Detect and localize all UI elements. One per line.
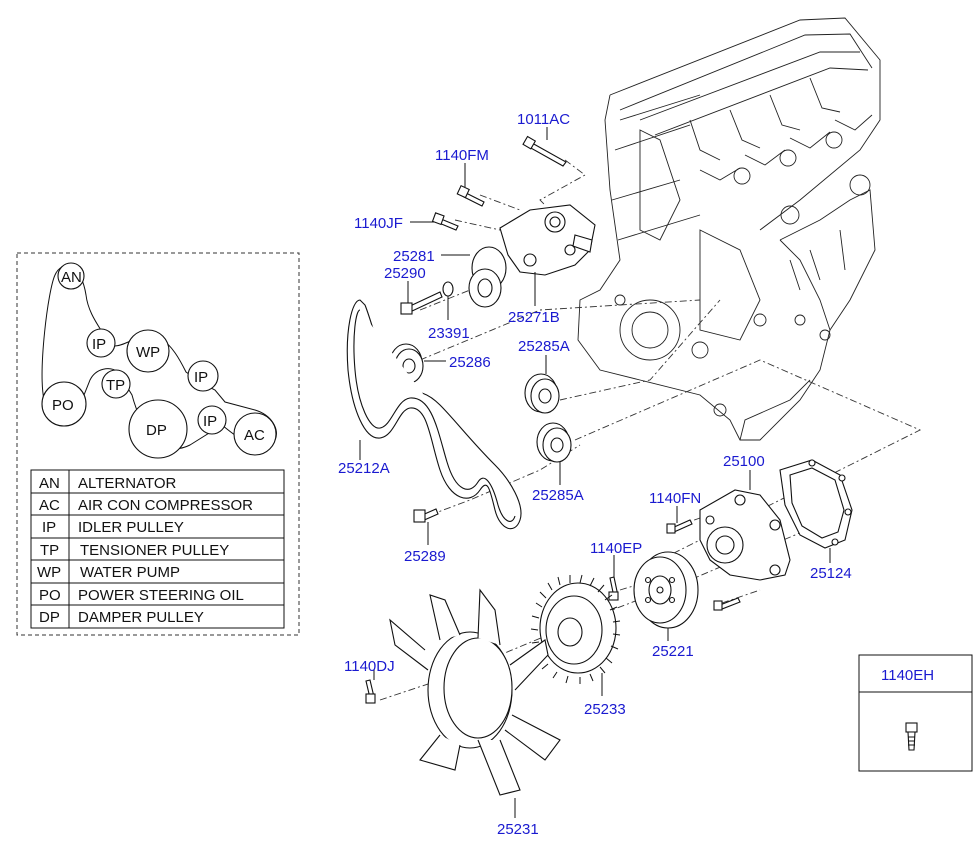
- washer-23391-icon: [442, 281, 454, 297]
- fan-clutch-25233-icon: [530, 574, 621, 684]
- legend-code: WP: [37, 564, 61, 581]
- legend-name: WATER PUMP: [80, 564, 180, 581]
- tensioner-pulley-25281-icon: [468, 246, 507, 308]
- part-label-1140eh[interactable]: 1140EH: [881, 667, 934, 684]
- water-pump-25100-icon: [699, 489, 791, 581]
- tensioner-bracket-25271b-icon: [499, 204, 596, 276]
- part-label-25233[interactable]: 25233: [584, 701, 626, 718]
- belt-pulley-an: [57, 262, 85, 290]
- belt-pulley-tp: [101, 369, 131, 399]
- bolt-1140fm-icon: [456, 184, 485, 207]
- cooling-fan-25231-icon: [389, 588, 561, 796]
- part-label-25271b[interactable]: 25271B: [508, 309, 560, 326]
- legend-code: IP: [42, 519, 56, 536]
- part-label-1140ep[interactable]: 1140EP: [590, 540, 642, 557]
- bolt-1140jf-icon: [431, 212, 459, 231]
- idler-pulley-25285a-lower-icon: [536, 422, 572, 463]
- legend-name: IDLER PULLEY: [78, 519, 184, 536]
- callout-box-1140eh: 1140EH: [858, 654, 973, 772]
- belt-label-an: AN: [61, 269, 82, 286]
- part-label-1140dj[interactable]: 1140DJ: [344, 658, 395, 675]
- belt-label-ip-3: IP: [203, 413, 217, 430]
- belt-label-tp: TP: [106, 377, 125, 394]
- legend-code: AC: [39, 497, 60, 514]
- belt-label-ip-2: IP: [194, 369, 208, 386]
- legend-code: DP: [39, 609, 60, 626]
- bolt-1140eh-icon: [905, 722, 918, 751]
- belt-label-ac: AC: [244, 427, 265, 444]
- gasket-25124-icon: [779, 459, 853, 549]
- belt-pulley-ip-1: [86, 328, 116, 358]
- part-label-25231[interactable]: 25231: [497, 821, 539, 838]
- belt-pulley-ip-3: [197, 405, 227, 435]
- legend-code: TP: [40, 542, 59, 559]
- part-label-25286[interactable]: 25286: [449, 354, 491, 371]
- idler-pulley-25285a-upper-icon: [524, 373, 560, 414]
- belt-legend-table: AN ALTERNATOR AC AIR CON COMPRESSOR IP I…: [30, 469, 285, 629]
- legend-name: POWER STEERING OIL: [78, 587, 244, 604]
- belt-pulley-dp: [128, 399, 188, 459]
- bolt-1140dj-icon: [365, 679, 376, 704]
- drive-belt-25212a-icon: [346, 299, 522, 530]
- part-label-1140fm[interactable]: 1140FM: [435, 147, 489, 164]
- part-label-25124[interactable]: 25124: [810, 565, 852, 582]
- part-label-25221[interactable]: 25221: [652, 643, 694, 660]
- belt-label-wp: WP: [136, 344, 160, 361]
- bolt-1011ac-icon: [522, 135, 567, 167]
- bolt-25290-icon: [400, 291, 443, 315]
- bolt-25289-icon: [413, 508, 439, 523]
- part-label-25289[interactable]: 25289: [404, 548, 446, 565]
- part-label-25285a-lower[interactable]: 25285A: [532, 487, 584, 504]
- engine-block-illustration: [577, 17, 881, 441]
- part-label-25290[interactable]: 25290: [384, 265, 426, 282]
- legend-name: AIR CON COMPRESSOR: [78, 497, 253, 514]
- part-number-labels: 1011AC 1140FM 1140JF 25281 25290 23391 2…: [338, 111, 852, 838]
- bolt-water-pump-lower-icon: [713, 597, 741, 611]
- part-label-1140jf[interactable]: 1140JF: [354, 215, 403, 232]
- part-label-1140fn[interactable]: 1140FN: [649, 490, 701, 507]
- belt-label-po: PO: [52, 397, 74, 414]
- legend-name: ALTERNATOR: [78, 475, 177, 492]
- belt-routing-panel: AN IP WP IP TP PO DP IP AC: [16, 252, 300, 636]
- belt-pulley-po: [41, 381, 87, 427]
- part-label-23391[interactable]: 23391: [428, 325, 470, 342]
- bolt-1140fn-icon: [666, 519, 693, 534]
- part-label-25100[interactable]: 25100: [723, 453, 765, 470]
- belt-label-dp: DP: [146, 422, 167, 439]
- legend-code: PO: [39, 587, 61, 604]
- legend-code: AN: [39, 475, 60, 492]
- part-label-25285a-upper[interactable]: 25285A: [518, 338, 570, 355]
- part-label-25212a[interactable]: 25212A: [338, 460, 390, 477]
- part-label-1011ac[interactable]: 1011AC: [517, 111, 570, 128]
- legend-name: TENSIONER PULLEY: [80, 542, 229, 559]
- bolt-1140ep-icon: [608, 576, 619, 601]
- belt-label-ip-1: IP: [92, 336, 106, 353]
- belt-pulley-wp: [126, 329, 170, 373]
- leader-lines: [359, 127, 831, 818]
- legend-name: DAMPER PULLEY: [78, 609, 204, 626]
- belt-pulley-ip-2: [187, 360, 219, 392]
- belt-pulley-ac: [233, 412, 277, 456]
- water-pump-pulley-25221-icon: [633, 551, 699, 629]
- part-label-25281[interactable]: 25281: [393, 248, 435, 265]
